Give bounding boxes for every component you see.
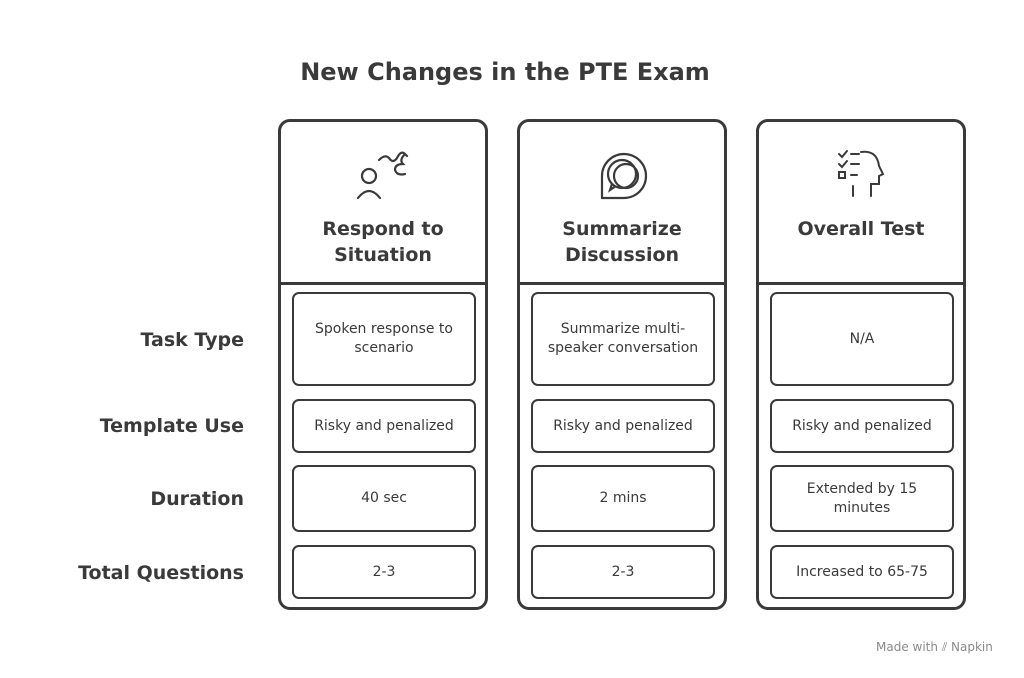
row-label-total-questions: Total Questions xyxy=(78,562,244,584)
made-with-napkin: Made with ⫽ Napkin xyxy=(876,640,993,655)
row-label-task-type: Task Type xyxy=(140,329,244,351)
cell-task-type: N/A xyxy=(770,292,954,386)
cell-total-questions: 2-3 xyxy=(531,545,715,599)
made-with-label: Made with xyxy=(876,640,938,654)
cell-total-questions: 2-3 xyxy=(292,545,476,599)
row-label-template-use: Template Use xyxy=(99,415,244,437)
cell-total-questions: Increased to 65-75 xyxy=(770,545,954,599)
cell-template-use: Risky and penalized xyxy=(770,399,954,453)
row-label-duration: Duration xyxy=(150,488,244,510)
chat-bubbles-icon xyxy=(600,152,648,200)
cell-template-use: Risky and penalized xyxy=(292,399,476,453)
cell-template-use: Risky and penalized xyxy=(531,399,715,453)
column-overall-test: Overall Test N/A Risky and penalized Ext… xyxy=(756,119,966,610)
cell-task-type: Summarize multi-speaker conversation xyxy=(531,292,715,386)
cell-duration: 40 sec xyxy=(292,465,476,532)
diagram-title: New Changes in the PTE Exam xyxy=(300,58,710,86)
cell-duration: Extended by 15 minutes xyxy=(770,465,954,532)
checklist-head-icon xyxy=(838,150,885,197)
brand-name: Napkin xyxy=(951,640,993,654)
cell-duration: 2 mins xyxy=(531,465,715,532)
column-header: Overall Test xyxy=(759,122,963,285)
person-speaking-icon xyxy=(356,151,409,200)
cell-task-type: Spoken response to scenario xyxy=(292,292,476,386)
column-title: Overall Test xyxy=(797,218,925,240)
napkin-logo-icon: ⫽ xyxy=(941,640,948,654)
